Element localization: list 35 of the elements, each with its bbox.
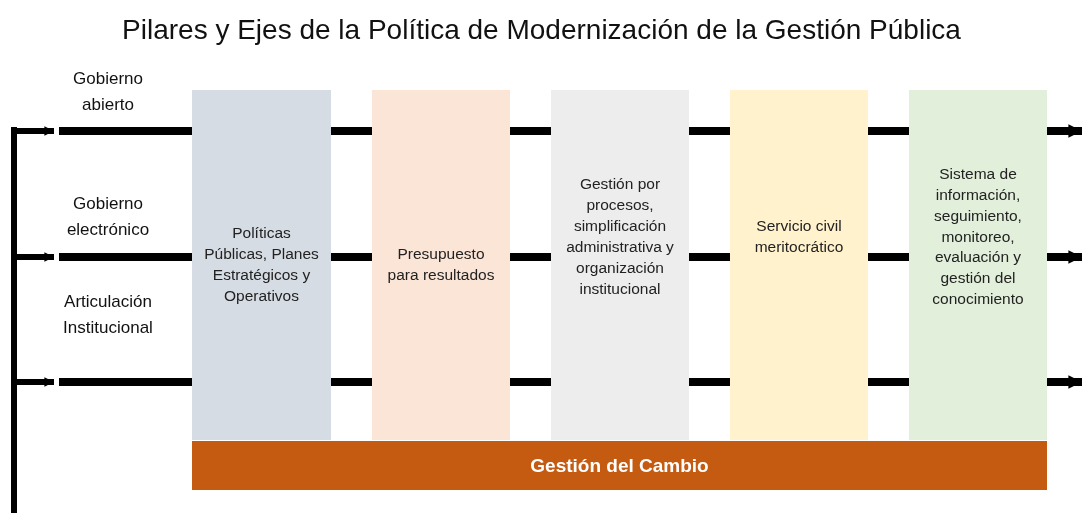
axis-label: Gobierno abierto xyxy=(72,68,144,116)
pillar-text: Sistema de información, seguimiento, monitoreo, evaluación y gestión del conocimiento xyxy=(931,163,1025,310)
vertical-bar xyxy=(11,127,17,513)
axis-line xyxy=(689,127,730,135)
pillar-text: Gestión por procesos, simplificación administrativa y organización institucional xyxy=(565,174,675,299)
pillar-text: Gestión del Cambio xyxy=(530,453,709,478)
axis-line xyxy=(689,253,730,261)
axis-line xyxy=(868,378,909,386)
axis-line xyxy=(331,253,372,261)
arrow xyxy=(17,252,54,262)
arrow xyxy=(1047,375,1082,389)
axis-label: Gobierno electrónico xyxy=(65,193,151,241)
arrow xyxy=(17,377,54,387)
pillar-box xyxy=(909,90,1047,440)
axis-line xyxy=(868,127,909,135)
axis-line xyxy=(868,253,909,261)
axis-line xyxy=(510,378,551,386)
pillar-box xyxy=(730,90,868,440)
arrow xyxy=(1047,124,1082,138)
pillar-text: Presupuesto para resultados xyxy=(386,244,496,285)
axis-line xyxy=(510,253,551,261)
arrow xyxy=(1047,250,1082,264)
pillar-text: Servicio civil meritocrático xyxy=(753,216,845,257)
diagram-title: Pilares y Ejes de la Política de Modernización de la Gestión Pública xyxy=(121,14,962,46)
pillar-box xyxy=(372,90,510,440)
axis-line xyxy=(331,378,372,386)
axis-line xyxy=(331,127,372,135)
axis-line xyxy=(689,378,730,386)
axis-label: Articulación Institucional xyxy=(62,291,154,339)
pillar-box xyxy=(192,90,331,440)
arrow xyxy=(17,126,54,136)
pillar-box xyxy=(551,90,689,440)
axis-line xyxy=(510,127,551,135)
foundation-bar xyxy=(192,441,1047,490)
pillar-text: Políticas Públicas, Planes Estratégicos y Operativos xyxy=(203,223,320,306)
